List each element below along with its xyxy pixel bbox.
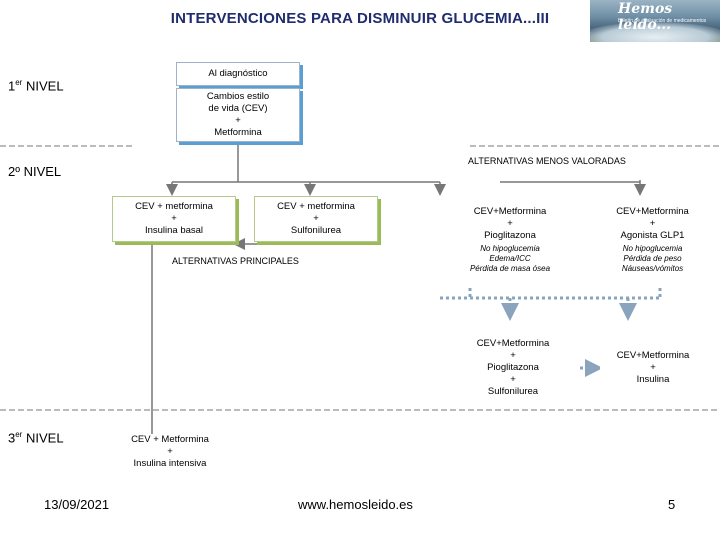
metformin-insulin-box: CEV+Metformina+Insulina [600, 350, 706, 386]
principal-alternatives-label: ALTERNATIVAS PRINCIPALES [172, 256, 299, 266]
page-number: 5 [668, 497, 676, 512]
logo-subtitle: boletín de evaluación de medicamentos [618, 18, 707, 24]
cev-metformin-box: Cambios estilo de vida (CEV) + Metformin… [176, 88, 300, 142]
triple-therapy-box: CEV+Metformina+Pioglitazona+Sulfonilurea [450, 338, 576, 398]
pioglitazone-box: CEV+Metformina+Pioglitazona [440, 206, 580, 242]
intensive-insulin-box: CEV + Metformina+Insulina intensiva [112, 434, 228, 470]
logo-text: Hemos leído... [618, 1, 673, 33]
diagnosis-box: Al diagnóstico [176, 62, 300, 86]
footer-url[interactable]: www.hemosleido.es [298, 497, 413, 512]
logo: Hemos leído... boletín de evaluación de … [590, 0, 720, 42]
level-label-1: 1er NIVEL [8, 78, 64, 94]
basal-insulin-box: CEV + metformina+Insulina basal [112, 196, 236, 242]
less-valued-alternatives-label: ALTERNATIVAS MENOS VALORADAS [468, 156, 626, 166]
page-title: INTERVENCIONES PARA DISMINUIR GLUCEMIA..… [170, 10, 550, 27]
level-label-3: 3er NIVEL [8, 430, 64, 446]
level-label-2: 2º NIVEL [8, 164, 62, 179]
glp1-box: CEV+Metformina+Agonista GLP1 [585, 206, 720, 242]
sulfonylurea-box: CEV + metformina+Sulfonilurea [254, 196, 378, 242]
footer-date: 13/09/2021 [44, 497, 110, 512]
